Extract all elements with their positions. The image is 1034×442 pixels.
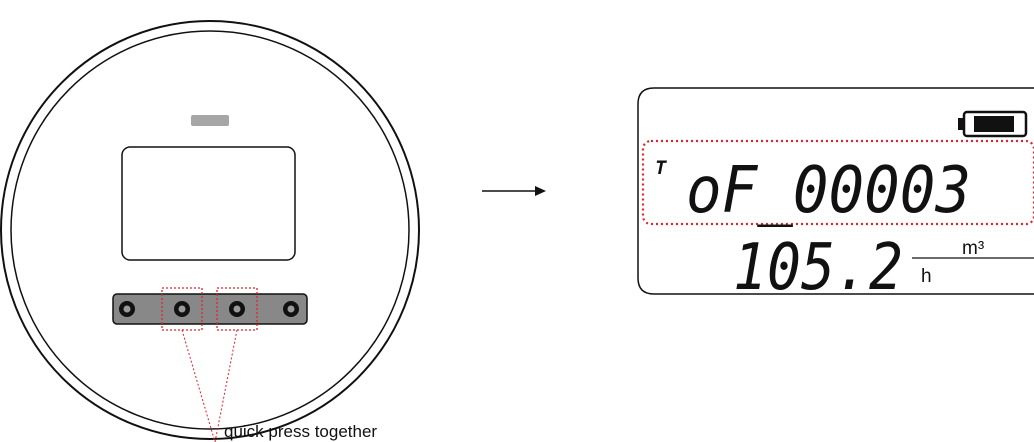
display-line-2: 105.2 xyxy=(733,231,903,305)
display-window xyxy=(121,146,296,261)
meter-outer-ring xyxy=(0,20,420,440)
button-4[interactable] xyxy=(283,301,299,317)
callout-line-left xyxy=(181,329,216,442)
meter-inner-ring xyxy=(10,30,410,430)
display-line-1: oF_00003 xyxy=(686,154,971,228)
unit-denominator: h xyxy=(921,266,932,287)
meter-front: quick press together xyxy=(0,20,420,442)
annotation-label: quick press together xyxy=(224,422,377,441)
lcd-frame xyxy=(637,87,1034,295)
unit-numerator: m³ xyxy=(962,238,984,259)
battery-icon xyxy=(958,110,1028,138)
indicator-light xyxy=(191,115,229,126)
callout-line-right xyxy=(214,329,238,442)
lcd-display: T oF_00003 105.2 m³ h xyxy=(637,87,1034,305)
mode-indicator: T xyxy=(655,157,667,179)
battery-fill xyxy=(974,116,1014,132)
button-3[interactable] xyxy=(229,301,245,317)
button-1[interactable] xyxy=(119,301,135,317)
button-2[interactable] xyxy=(174,301,190,317)
button-panel xyxy=(112,293,308,325)
arrow-right-icon xyxy=(482,186,546,196)
button-strip xyxy=(112,293,308,325)
